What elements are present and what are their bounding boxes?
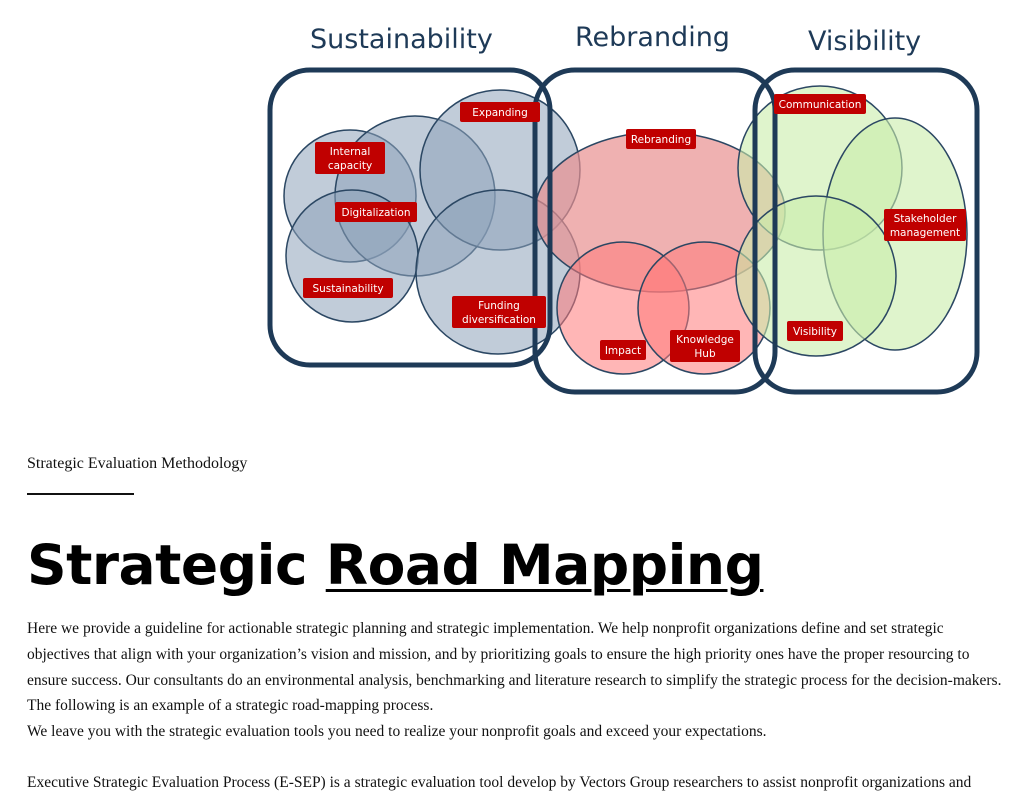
svg-text:Visibility: Visibility: [793, 326, 837, 338]
rebranding-group-title: Rebranding: [575, 22, 730, 53]
tag-sustainability: Sustainability: [303, 278, 393, 298]
road-mapping-link[interactable]: Road Mapping: [325, 533, 764, 597]
page-title: Strategic Road Mapping: [27, 528, 764, 603]
tag-communication: Communication: [774, 94, 866, 114]
svg-text:Rebranding: Rebranding: [631, 134, 691, 146]
svg-text:capacity: capacity: [328, 160, 372, 172]
article-body: Here we provide a guideline for actionab…: [27, 616, 1002, 796]
tag-rebranding: Rebranding: [626, 129, 696, 149]
svg-text:Digitalization: Digitalization: [341, 207, 410, 219]
eyebrow-divider: [27, 493, 134, 495]
tag-knowledge-hub: Knowledge Hub: [670, 330, 740, 362]
sustainability-group-title: Sustainability: [310, 24, 493, 55]
venn-diagram-svg: Sustainability Rebranding Visibility: [267, 22, 980, 395]
tag-expanding: Expanding: [460, 102, 540, 122]
tag-internal-capacity: Internal capacity: [315, 142, 385, 174]
rebranding-frame: [532, 67, 778, 395]
visibility-frame: [752, 67, 980, 395]
svg-text:Stakeholder: Stakeholder: [894, 213, 958, 225]
esep-paragraph: Executive Strategic Evaluation Process (…: [27, 773, 972, 791]
svg-text:diversification: diversification: [462, 314, 536, 326]
svg-text:Funding: Funding: [478, 300, 520, 312]
svg-text:Internal: Internal: [330, 146, 370, 158]
strategy-venn-diagram: Sustainability Rebranding Visibility: [260, 10, 990, 405]
tag-visibility: Visibility: [787, 321, 843, 341]
tag-digitalization: Digitalization: [335, 202, 417, 222]
intro-paragraph: Here we provide a guideline for actionab…: [27, 620, 1002, 715]
section-eyebrow: Strategic Evaluation Methodology: [27, 455, 248, 472]
tag-stakeholder-management: Stakeholder management: [884, 209, 966, 241]
group-frames: [267, 67, 980, 395]
visibility-group-title: Visibility: [808, 26, 921, 57]
tag-funding-diversification: Funding diversification: [452, 296, 546, 328]
svg-text:Knowledge: Knowledge: [676, 334, 734, 346]
svg-text:management: management: [890, 227, 960, 239]
svg-text:Expanding: Expanding: [472, 107, 528, 119]
svg-text:Sustainability: Sustainability: [312, 283, 383, 295]
tag-impact: Impact: [600, 340, 646, 360]
svg-text:Hub: Hub: [694, 348, 716, 360]
tools-paragraph: We leave you with the strategic evaluati…: [27, 723, 767, 741]
svg-text:Impact: Impact: [605, 345, 641, 357]
svg-text:Communication: Communication: [779, 99, 862, 111]
sustainability-frame: [267, 67, 553, 368]
page-title-plain: Strategic: [27, 533, 326, 597]
